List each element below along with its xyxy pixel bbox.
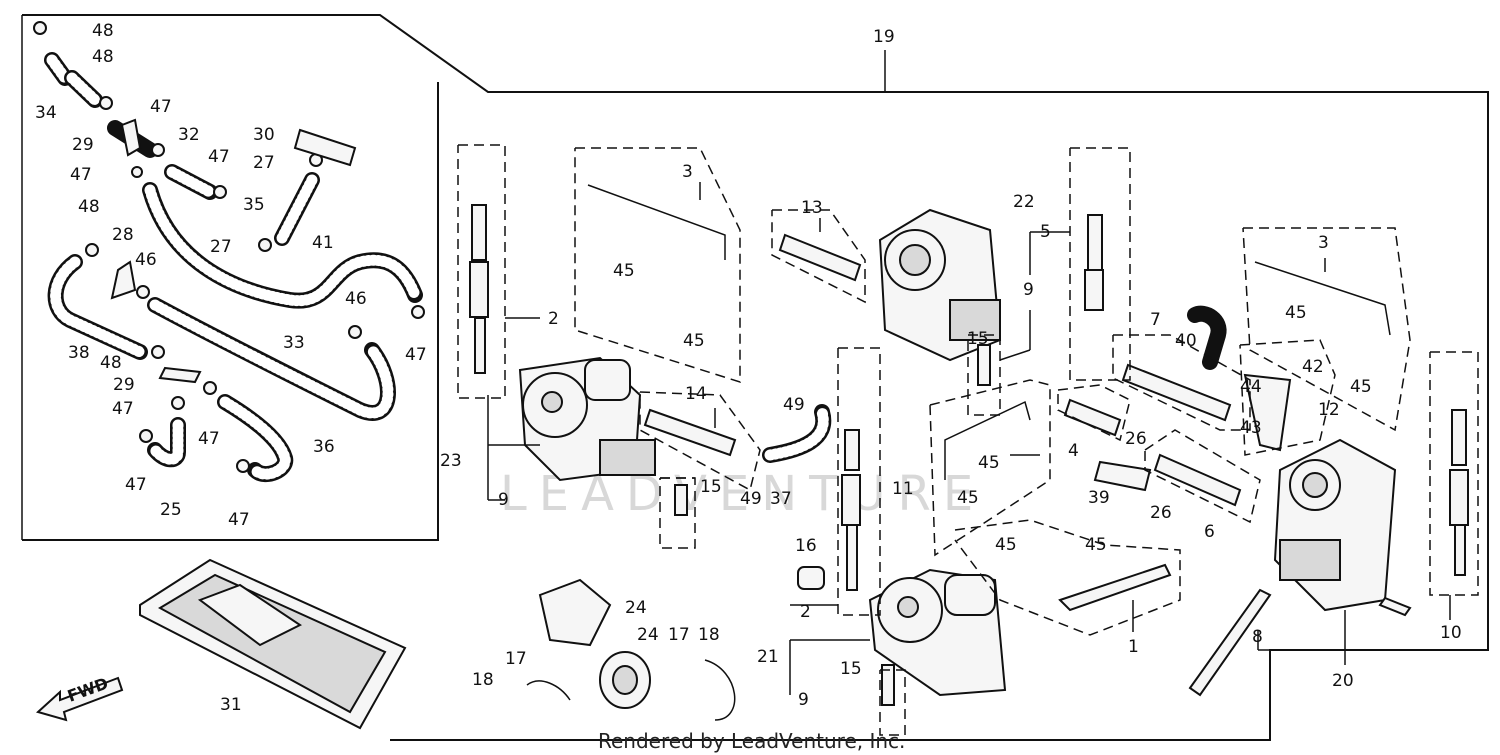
callout-17: 17 xyxy=(668,625,690,645)
callout-1: 1 xyxy=(1128,637,1139,657)
callout-9: 9 xyxy=(1023,280,1034,300)
callout-45: 45 xyxy=(613,261,635,281)
callout-15: 15 xyxy=(967,329,989,349)
callout-49: 49 xyxy=(783,395,805,415)
callout-15: 15 xyxy=(840,659,862,679)
callout-4: 4 xyxy=(1068,441,1079,461)
callout-48: 48 xyxy=(92,21,114,41)
callout-20: 20 xyxy=(1332,671,1354,691)
callout-18: 18 xyxy=(698,625,720,645)
callout-21: 21 xyxy=(757,647,779,667)
callout-24: 24 xyxy=(637,625,659,645)
callout-45: 45 xyxy=(978,453,1000,473)
callout-19: 19 xyxy=(873,27,895,47)
callout-29: 29 xyxy=(113,375,135,395)
callout-2: 2 xyxy=(548,309,559,329)
callout-6: 6 xyxy=(1204,522,1215,542)
callout-14: 14 xyxy=(685,384,707,404)
callout-27: 27 xyxy=(253,153,275,173)
callout-22: 22 xyxy=(1013,192,1035,212)
group-outlines xyxy=(457,144,1479,736)
callout-13: 13 xyxy=(801,198,823,218)
leader-lines xyxy=(487,182,1451,695)
callout-46: 46 xyxy=(135,250,157,270)
air-box-31 xyxy=(139,558,407,730)
callout-34: 34 xyxy=(35,103,57,123)
callout-48: 48 xyxy=(92,47,114,67)
carburetor-23 xyxy=(518,356,656,482)
callout-23: 23 xyxy=(440,451,462,471)
callout-47: 47 xyxy=(150,97,172,117)
callout-47: 47 xyxy=(405,345,427,365)
callout-42: 42 xyxy=(1302,357,1324,377)
callout-35: 35 xyxy=(243,195,265,215)
carburetor-21 xyxy=(868,568,1007,697)
callout-9: 9 xyxy=(498,490,509,510)
callout-3: 3 xyxy=(682,162,693,182)
callout-5: 5 xyxy=(1040,222,1051,242)
callout-45: 45 xyxy=(1350,377,1372,397)
callout-16: 16 xyxy=(795,536,817,556)
callout-45: 45 xyxy=(995,535,1017,555)
callout-47: 47 xyxy=(112,399,134,419)
callout-48: 48 xyxy=(100,353,122,373)
callout-32: 32 xyxy=(178,125,200,145)
callout-labels: 48 48 34 47 29 32 47 47 30 27 35 48 28 2… xyxy=(35,21,1462,715)
carburetor-20 xyxy=(1273,438,1397,612)
callout-24: 24 xyxy=(625,598,647,618)
callout-3: 3 xyxy=(1318,233,1329,253)
forward-arrow: FWD xyxy=(35,674,124,722)
callout-40: 40 xyxy=(1175,331,1197,351)
callout-45: 45 xyxy=(957,488,979,508)
callout-10: 10 xyxy=(1440,623,1462,643)
callout-47: 47 xyxy=(70,165,92,185)
callout-47: 47 xyxy=(198,429,220,449)
callout-49: 49 xyxy=(740,489,762,509)
callout-45: 45 xyxy=(683,331,705,351)
callout-15: 15 xyxy=(700,477,722,497)
callout-47: 47 xyxy=(228,510,250,530)
callout-31: 31 xyxy=(220,695,242,715)
callout-43: 43 xyxy=(1240,418,1262,438)
callout-47: 47 xyxy=(208,147,230,167)
callout-2: 2 xyxy=(800,602,811,622)
hose-fittings xyxy=(33,21,425,473)
callout-39: 39 xyxy=(1088,488,1110,508)
callout-45: 45 xyxy=(1285,303,1307,323)
callout-17: 17 xyxy=(505,649,527,669)
callout-41: 41 xyxy=(312,233,334,253)
callout-11: 11 xyxy=(892,479,914,499)
callout-36: 36 xyxy=(313,437,335,457)
callout-8: 8 xyxy=(1252,627,1263,647)
callout-37: 37 xyxy=(770,489,792,509)
callout-27: 27 xyxy=(210,237,232,257)
callout-30: 30 xyxy=(253,125,275,145)
hose-subassembly-box xyxy=(22,82,439,541)
footer-credit: Rendered by LeadVenture, Inc. xyxy=(598,729,905,753)
callout-28: 28 xyxy=(112,225,134,245)
callout-29: 29 xyxy=(72,135,94,155)
callout-18: 18 xyxy=(472,670,494,690)
callout-48: 48 xyxy=(78,197,100,217)
linkage-parts xyxy=(469,184,1469,721)
callout-26: 26 xyxy=(1125,429,1147,449)
hoses xyxy=(44,52,1227,483)
callout-33: 33 xyxy=(283,333,305,353)
callout-26: 26 xyxy=(1150,503,1172,523)
callout-46: 46 xyxy=(345,289,367,309)
callout-7: 7 xyxy=(1150,310,1161,330)
callout-38: 38 xyxy=(68,343,90,363)
callout-45: 45 xyxy=(1085,535,1107,555)
callout-47: 47 xyxy=(125,475,147,495)
callout-12: 12 xyxy=(1318,400,1340,420)
callout-9: 9 xyxy=(798,690,809,710)
callout-44: 44 xyxy=(1240,377,1262,397)
main-assembly-frame xyxy=(21,14,1489,741)
callout-25: 25 xyxy=(160,500,182,520)
